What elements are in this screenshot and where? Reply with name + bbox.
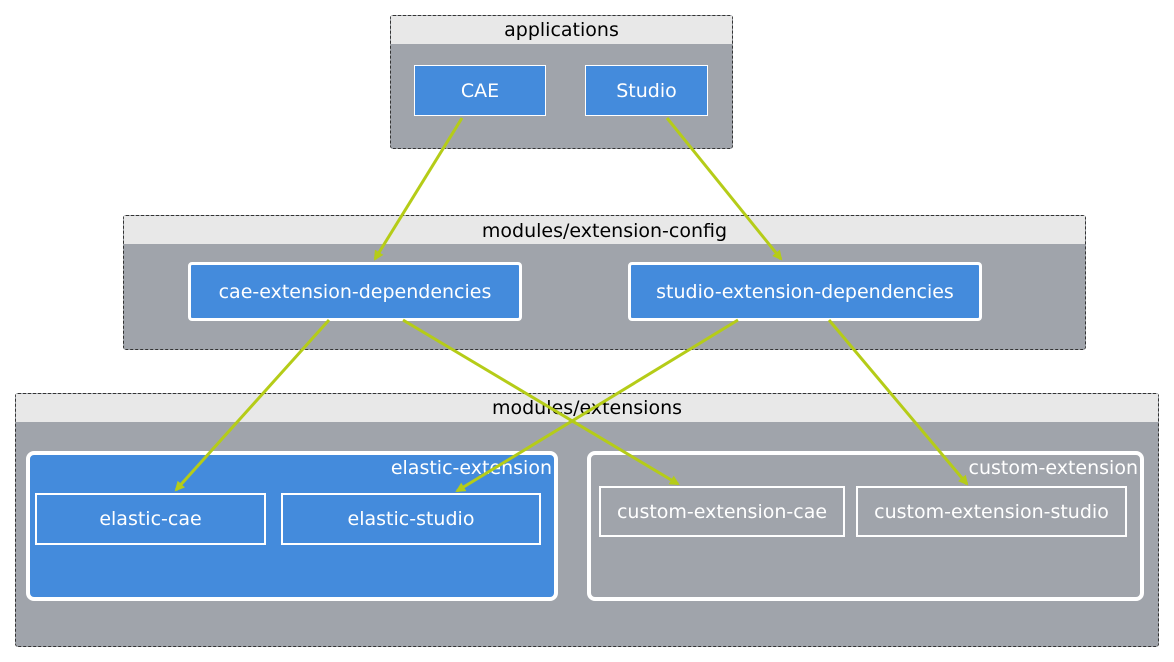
cae-node[interactable]: CAE (414, 65, 546, 116)
custom-extension-cae-node[interactable]: custom-extension-cae (599, 486, 845, 537)
elastic-cae-node[interactable]: elastic-cae (35, 493, 266, 545)
studio-node[interactable]: Studio (585, 65, 708, 116)
applications-group-title: applications (391, 16, 732, 44)
elastic-studio-node[interactable]: elastic-studio (281, 493, 541, 545)
custom-extension-label: custom-extension (968, 457, 1138, 479)
studio-extension-dependencies-node[interactable]: studio-extension-dependencies (628, 262, 982, 321)
extensions-group-title: modules/extensions (16, 394, 1158, 422)
custom-extension-studio-node[interactable]: custom-extension-studio (856, 486, 1127, 537)
extension-config-group-title: modules/extension-config (124, 216, 1085, 244)
elastic-extension-label: elastic-extension (390, 457, 552, 479)
cae-extension-dependencies-node[interactable]: cae-extension-dependencies (188, 262, 522, 321)
